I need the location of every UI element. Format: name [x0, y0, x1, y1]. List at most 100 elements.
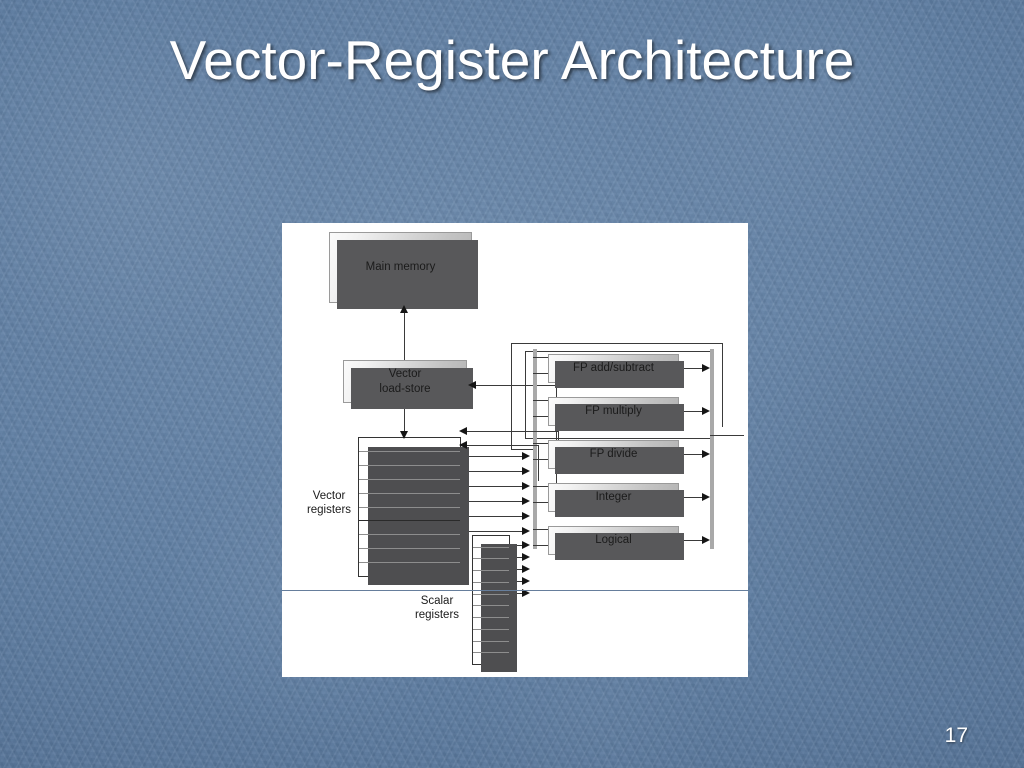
- wire-outer-route-top: [511, 343, 723, 344]
- out-fu0: [680, 368, 708, 369]
- block-shadow: [555, 361, 684, 388]
- arrowhead-vec-read-4: [522, 512, 530, 520]
- arrowhead-scal-read-4: [522, 589, 530, 597]
- arrowhead-out-fu4: [702, 536, 710, 544]
- arrowhead-vec-read-3: [522, 497, 530, 505]
- wire-inner-route-top: [525, 351, 711, 352]
- register-row: [359, 549, 460, 564]
- register-row: [473, 630, 509, 642]
- label-scalar-registers: Scalar registers: [414, 595, 460, 622]
- vec-read-5: [461, 531, 527, 532]
- stub-fu2-a: [533, 443, 549, 444]
- vec-read-3: [461, 501, 527, 502]
- scal-read-3: [510, 581, 527, 582]
- out-fu3: [680, 497, 708, 498]
- arrowhead-scal-read-2: [522, 565, 530, 573]
- wire-inner-route-left: [525, 351, 526, 439]
- scal-read-2: [510, 569, 527, 570]
- block-main-memory[interactable]: Main memory: [329, 232, 478, 309]
- wire-feedback-loadstore-h: [475, 385, 557, 386]
- wire-outer-route-bottom: [511, 449, 533, 450]
- register-file-shadow: [481, 544, 517, 672]
- arrowhead-scal-read-1: [522, 553, 530, 561]
- stub-fu1-a: [533, 400, 549, 401]
- register-row: [359, 563, 460, 576]
- arrowhead-out-fu3: [702, 493, 710, 501]
- wire-outer-route-left: [511, 343, 512, 450]
- arrowhead-into-loadstore: [468, 381, 476, 389]
- register-row: [473, 548, 509, 560]
- architecture-diagram: Main memory Vector load-store FP add/sub…: [282, 223, 748, 677]
- page-number: 17: [944, 724, 968, 747]
- register-row: [359, 535, 460, 550]
- register-row: [473, 571, 509, 583]
- functional-unit-fp-add-subtract[interactable]: FP add/subtract: [548, 354, 684, 388]
- page-title: Vector-Register Architecture: [169, 29, 855, 91]
- register-row: [359, 480, 460, 494]
- vec-read-4: [461, 516, 527, 517]
- register-row: [473, 559, 509, 572]
- register-file-vector[interactable]: [358, 437, 469, 585]
- functional-unit-fp-multiply[interactable]: FP multiply: [548, 397, 684, 431]
- functional-unit-integer[interactable]: Integer: [548, 483, 684, 517]
- register-row: [473, 583, 509, 595]
- arrowhead-to-vector-registers: [400, 431, 408, 439]
- arrowhead-out-fu0: [702, 364, 710, 372]
- stub-fu0-b: [533, 373, 549, 374]
- block-shadow: [555, 490, 684, 517]
- block-shadow: [555, 533, 684, 560]
- register-row: [359, 508, 460, 522]
- vec-read-1: [461, 471, 527, 472]
- stub-fu3-a: [533, 486, 549, 487]
- functional-unit-logical[interactable]: Logical: [548, 526, 684, 560]
- block-shadow: [555, 404, 684, 431]
- functional-unit-label: Logical: [595, 534, 632, 547]
- out-fu4: [680, 540, 708, 541]
- functional-unit-label: FP divide: [589, 448, 638, 461]
- functional-unit-label: Integer: [595, 491, 632, 504]
- wrap-return-top: [710, 435, 744, 436]
- scal-read-4: [510, 593, 527, 594]
- functional-unit-fp-divide[interactable]: FP divide: [548, 440, 684, 474]
- register-row: [473, 618, 509, 630]
- label-vector-registers: Vector registers: [306, 490, 352, 517]
- wire-inner-route-bottom: [525, 438, 711, 439]
- register-row: [473, 595, 509, 607]
- block-shadow: [337, 240, 478, 309]
- register-row: [359, 452, 460, 466]
- register-row: [359, 521, 460, 536]
- vec-write-1: [463, 431, 559, 432]
- register-rows: [473, 536, 509, 664]
- register-row: [359, 466, 460, 480]
- arrowhead-to-main-memory: [400, 305, 408, 313]
- stub-fu4-b: [533, 545, 549, 546]
- wire-loadstore-vectorregs: [404, 403, 405, 439]
- block-vector-load-store[interactable]: Vector load-store: [343, 360, 473, 409]
- vec-read-0: [461, 456, 527, 457]
- arrowhead-out-fu1: [702, 407, 710, 415]
- block-shadow: [351, 368, 473, 409]
- out-fu1: [680, 411, 708, 412]
- register-file-scalar[interactable]: [472, 535, 517, 672]
- vec-read-2: [461, 486, 527, 487]
- register-rows: [359, 438, 460, 576]
- block-vector-load-store-label: Vector load-store: [379, 368, 431, 395]
- arrowhead-vec-read-2: [522, 482, 530, 490]
- scal-read-0: [510, 545, 527, 546]
- block-shadow: [555, 447, 684, 474]
- crossbar-input-rail: [533, 349, 537, 549]
- arrowhead-vec-read-0: [522, 452, 530, 460]
- register-file-shadow: [368, 447, 469, 585]
- functional-unit-label: FP add/subtract: [573, 362, 654, 375]
- arrowhead-vec-read-5: [522, 527, 530, 535]
- out-fu2: [680, 454, 708, 455]
- stub-fu3-b: [533, 502, 549, 503]
- vec-write-0-v: [538, 445, 539, 481]
- register-row: [473, 606, 509, 619]
- stub-fu0-a: [533, 357, 549, 358]
- arrowhead-vec-read-1: [522, 467, 530, 475]
- arrowhead-scal-read-3: [522, 577, 530, 585]
- stub-fu2-b: [533, 459, 549, 460]
- scal-read-1: [510, 557, 527, 558]
